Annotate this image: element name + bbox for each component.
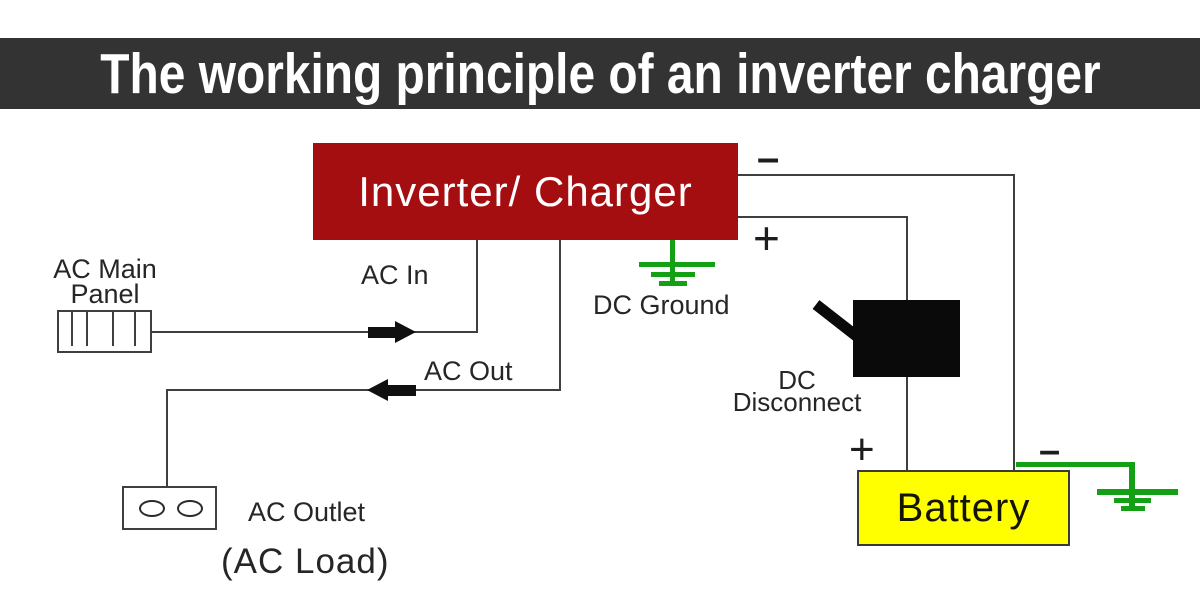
- dc-disconnect-label-line1: DC: [778, 365, 816, 395]
- outlet-hole-icon: [177, 500, 203, 517]
- ac-out-label: AC Out: [424, 356, 513, 386]
- battery-plus-sign: +: [849, 425, 875, 474]
- breaker-slot-icon: [86, 312, 88, 346]
- ac-in-arrow-icon: [368, 327, 396, 338]
- wire-positive-horizontal: [738, 216, 908, 218]
- wire-positive-vertical-lower: [906, 375, 908, 470]
- ac-main-panel-symbol: [57, 310, 152, 353]
- dc-ground-label: DC Ground: [593, 290, 730, 320]
- battery-label: Battery: [896, 485, 1031, 530]
- ac-out-arrowhead-icon: [367, 379, 388, 401]
- breaker-slot-icon: [112, 312, 114, 346]
- dc-disconnect-label-line2: Disconnect: [732, 387, 862, 417]
- page-title: The working principle of an inverter cha…: [99, 41, 1101, 106]
- dc-disconnect-switch-icon: [853, 300, 960, 377]
- breaker-slot-icon: [134, 312, 136, 346]
- ac-outlet-symbol: [122, 486, 217, 530]
- wire-negative-horizontal: [738, 174, 1015, 176]
- inverter-minus-sign: –: [757, 136, 780, 180]
- ac-in-arrowhead-icon: [395, 321, 416, 343]
- wire-negative-vertical: [1013, 174, 1015, 470]
- battery-ground-stem: [1129, 462, 1135, 510]
- wire-positive-vertical-upper: [906, 216, 908, 302]
- header-bar: The working principle of an inverter cha…: [0, 38, 1200, 109]
- dc-ground-bar2: [651, 272, 695, 277]
- dc-ground-bar1: [639, 262, 715, 267]
- wire-ac-in-vertical: [476, 240, 478, 332]
- ac-in-label: AC In: [361, 260, 429, 290]
- battery-ground-bar3: [1121, 506, 1145, 511]
- ac-load-label: (AC Load): [221, 542, 390, 581]
- inverter-charger-box: Inverter/ Charger: [313, 143, 738, 240]
- ac-outlet-label: AC Outlet: [248, 497, 366, 527]
- breaker-slot-icon: [71, 312, 73, 346]
- wire-ac-out-horizontal: [166, 389, 561, 391]
- wire-ac-out-vertical: [559, 240, 561, 391]
- inverter-charger-label: Inverter/ Charger: [358, 167, 693, 215]
- ac-main-panel-label-line1: AC Main: [53, 254, 157, 284]
- wire-ac-outlet-vertical: [166, 389, 168, 486]
- ac-out-arrow-icon: [388, 385, 416, 396]
- battery-minus-sign: –: [1039, 430, 1061, 472]
- battery-ground-bar1: [1097, 489, 1178, 495]
- inverter-plus-sign: +: [753, 212, 780, 264]
- wire-ac-in-horizontal: [150, 331, 478, 333]
- outlet-hole-icon: [139, 500, 165, 517]
- battery-ground-bar2: [1114, 498, 1151, 503]
- dc-ground-bar3: [659, 281, 687, 286]
- battery-ground-horizontal: [1016, 462, 1135, 467]
- battery-box: Battery: [857, 470, 1070, 546]
- ac-main-panel-label-line2: Panel: [70, 279, 140, 309]
